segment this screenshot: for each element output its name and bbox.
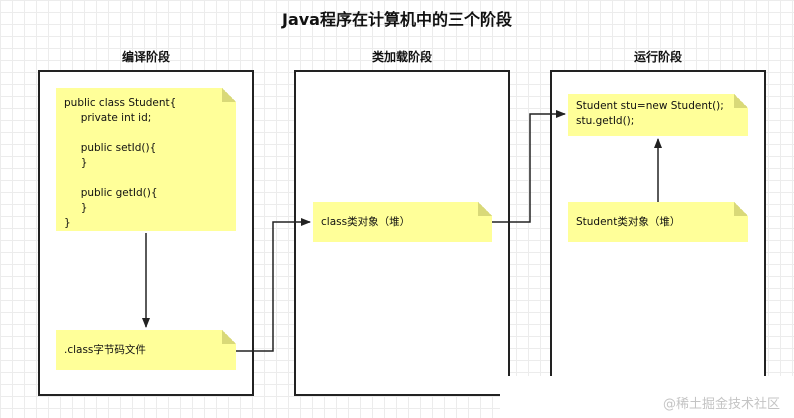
stage-label-classloading: 类加载阶段 bbox=[371, 50, 432, 64]
stage-label-runtime: 运行阶段 bbox=[633, 50, 682, 64]
stage-label-compile: 编译阶段 bbox=[121, 50, 170, 64]
note-class-file: .class字节码文件 bbox=[56, 330, 236, 370]
note-source-code: public class Student{ private int id; pu… bbox=[56, 88, 236, 231]
note-runtime-code: Student stu=new Student(); stu.getId(); bbox=[568, 94, 748, 136]
diagram-title: Java程序在计算机中的三个阶段 bbox=[282, 10, 512, 29]
note-student-object-heap: Student类对象（堆） bbox=[568, 202, 748, 242]
watermark: @稀土掘金技术社区 bbox=[662, 393, 780, 412]
note-class-object-heap: class类对象（堆） bbox=[313, 202, 492, 242]
